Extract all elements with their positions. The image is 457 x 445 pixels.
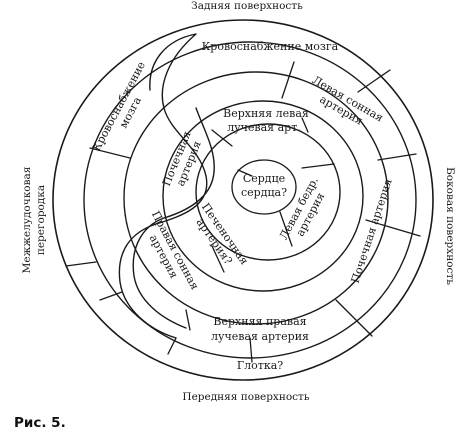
label-krovo-mozga: Кровоснабжение мозга (202, 40, 339, 53)
septum-band-inner (132, 107, 215, 329)
label-serdce-line2: сердца? (241, 186, 287, 199)
label-verh-levaya: Верхняя левая лучевая арт. (223, 107, 309, 134)
label-serdce: Сердце сердца? (241, 172, 287, 199)
label-glotka: Глотка? (237, 359, 283, 372)
label-verh-pravaya-line2: лучевая артерия (211, 330, 309, 343)
spiral-ring-4 (162, 100, 364, 292)
label-verh-levaya-line1: Верхняя левая (223, 107, 309, 120)
label-serdce-line1: Сердце (243, 172, 285, 185)
spiral-ring-3 (123, 71, 389, 325)
spiral-core (231, 159, 297, 215)
side-label-right: Боковая поверхность (444, 167, 456, 285)
spiral-ring-5 (195, 123, 341, 261)
side-label-top: Задняя поверхность (191, 0, 303, 12)
septum-band-outer (118, 33, 208, 339)
label-verh-pravaya-line1: Верхняя правая (213, 315, 306, 328)
spiral-ring-2 (83, 41, 417, 359)
outer-ring (52, 19, 434, 381)
label-verh-levaya-line2: лучевая арт. (227, 121, 301, 134)
label-pravaya-sonnaya: Правая сонная артерия (147, 209, 202, 292)
label-verh-pravaya: Верхняя правая лучевая артерия (211, 315, 309, 343)
side-label-left: Межжелудочковая перегородка (21, 166, 47, 273)
section-dividers (65, 61, 421, 363)
side-label-bottom: Передняя поверхность (182, 391, 309, 403)
side-label-left-line1: Межжелудочковая (21, 166, 33, 273)
figure-caption: Рис. 5. (14, 415, 66, 431)
label-levaya-sonnaya: Левая сонная артерия (310, 73, 386, 127)
side-label-left-line2: перегородка (35, 185, 47, 255)
label-pochechnaya-left: Почечная артерия (160, 129, 204, 188)
